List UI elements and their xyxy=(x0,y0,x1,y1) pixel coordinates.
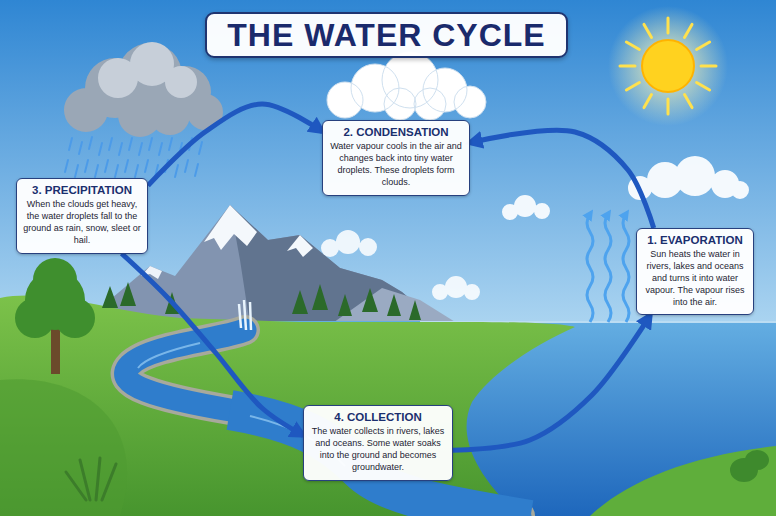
hill-shade xyxy=(0,379,127,516)
step-heading: 1. EVAPORATION xyxy=(643,234,747,246)
small-cloud xyxy=(628,156,749,200)
plant xyxy=(66,458,116,500)
step-heading: 2. CONDENSATION xyxy=(329,126,463,138)
snow-cap xyxy=(204,205,257,250)
step-box: 1. EVAPORATION Sun heats the water in riv… xyxy=(636,228,754,315)
small-cloud xyxy=(432,276,480,300)
cycle-arrow xyxy=(122,254,303,436)
shore-land xyxy=(590,446,776,516)
bush xyxy=(730,450,769,482)
white-cloud xyxy=(327,52,486,120)
vapour-line xyxy=(605,214,611,322)
step-heading: 4. COLLECTION xyxy=(310,411,446,423)
diagram-title: THE WATER CYCLE xyxy=(227,17,545,54)
step-description: Sun heats the water in rivers, lakes and… xyxy=(643,249,747,308)
step-description: When the clouds get heavy, the water dro… xyxy=(23,199,141,247)
cycle-arrow xyxy=(453,315,650,450)
vapour-line xyxy=(587,214,593,322)
small-cloud xyxy=(321,230,377,257)
sun xyxy=(642,40,694,92)
rain xyxy=(65,137,202,177)
step-box: 4. COLLECTION The water collects in river… xyxy=(303,405,453,481)
cycle-arrow xyxy=(470,130,654,228)
small-cloud xyxy=(502,195,550,220)
snow-cap xyxy=(287,235,313,257)
tree-canopy xyxy=(15,258,95,338)
sun-glow xyxy=(608,6,728,126)
cloud-highlight xyxy=(98,42,197,98)
step-box: 3. PRECIPITATION When the clouds get heav… xyxy=(16,178,148,254)
title-box: THE WATER CYCLE xyxy=(205,12,568,58)
sun-rays xyxy=(620,18,716,114)
vapour-line xyxy=(623,214,629,322)
step-description: The water collects in rivers, lakes and … xyxy=(310,426,446,474)
cycle-arrow xyxy=(148,104,322,186)
waterfall xyxy=(239,300,251,330)
snow-cap xyxy=(141,266,162,279)
step-heading: 3. PRECIPITATION xyxy=(23,184,141,196)
rain-cloud xyxy=(64,43,223,137)
step-description: Water vapour cools in the air and change… xyxy=(329,141,463,189)
pine-trees xyxy=(102,282,421,320)
step-box: 2. CONDENSATION Water vapour cools in the… xyxy=(322,120,470,196)
